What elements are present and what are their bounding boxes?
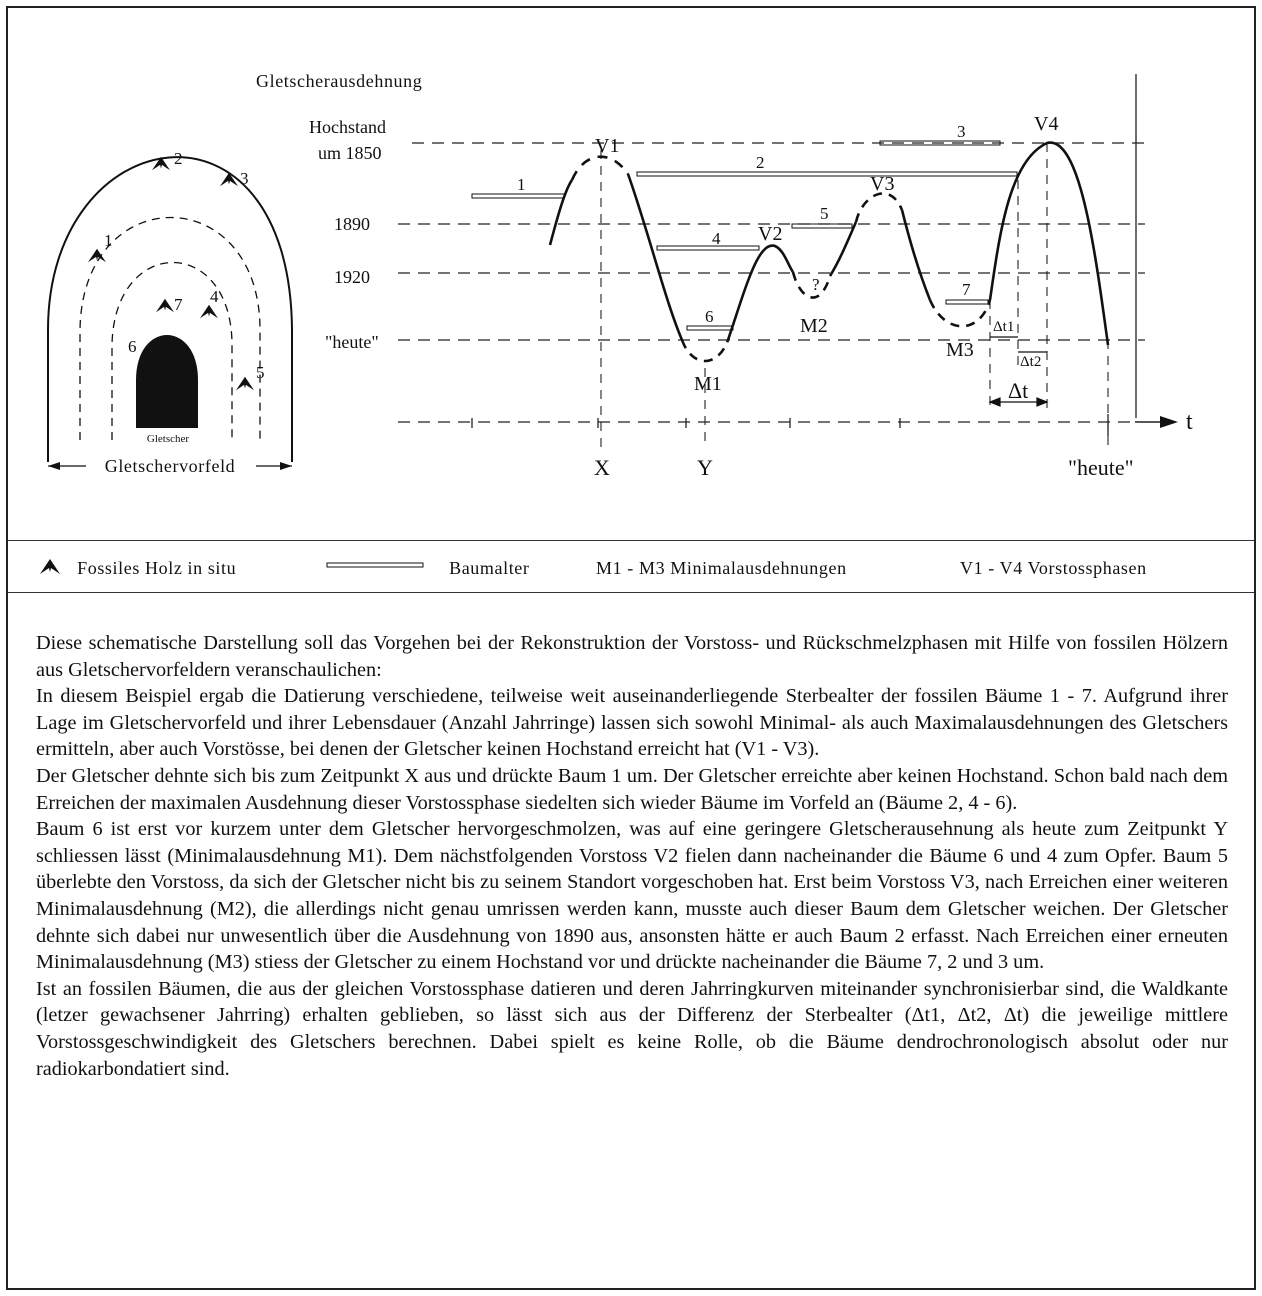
y-axis-label: Gletscherausdehnung — [256, 71, 422, 91]
glacier-curve-m2 — [791, 271, 832, 299]
tree-age-bar — [879, 140, 1001, 146]
legend-minima: M1 - M3 Minimalausdehnungen — [596, 558, 847, 578]
glacier-curve-fall-v1 — [626, 173, 684, 341]
glacier-curve-v4 — [988, 141, 1110, 346]
forefield-label-bg — [86, 454, 256, 478]
forefield-tree-label: 5 — [256, 363, 265, 382]
legend-fossil-wood-label: Fossiles Holz in situ — [77, 558, 237, 578]
time-mark-x: X — [594, 455, 610, 480]
paragraph: Der Gletscher dehnte sich bis zum Zeitpu… — [36, 764, 1228, 814]
forefield-tree-label: 3 — [240, 169, 249, 188]
glacier-curve-v3 — [854, 192, 904, 223]
tree-age-bar — [656, 245, 760, 251]
tree-age-bar — [471, 193, 565, 199]
tree-age-label: 2 — [756, 153, 765, 172]
fossil-tree-icon — [88, 248, 106, 263]
level-label-1890: 1890 — [334, 214, 370, 234]
tree-age-bar — [636, 171, 1018, 177]
peak-label-v3: V3 — [870, 173, 894, 195]
min-label-m2: M2 — [800, 315, 828, 337]
level-label-heute: "heute" — [325, 332, 379, 352]
question-mark: ? — [812, 275, 820, 294]
forefield-width-label: Gletschervorfeld — [105, 456, 236, 476]
paragraph: Ist an fossilen Bäumen, die aus der glei… — [36, 977, 1228, 1080]
fossil-tree-icon — [200, 304, 218, 319]
forefield-outline-1850 — [47, 156, 293, 462]
delta-t1-label: Δt1 — [993, 319, 1014, 335]
glacier-curve-v1 — [570, 155, 630, 181]
paragraph: Diese schematische Darstellung soll das … — [36, 632, 1228, 681]
fossil-tree-icon — [40, 559, 60, 574]
delta-t-label: Δt — [1008, 378, 1028, 403]
tree-age-bar — [686, 325, 734, 331]
delta-t2-label: Δt2 — [1020, 354, 1041, 370]
arrowhead-right-icon — [280, 462, 292, 470]
fossil-tree-icon — [236, 376, 254, 391]
legend-tree-age-label: Baumalter — [449, 558, 530, 578]
level-label-1850: um 1850 — [318, 143, 382, 163]
level-label-hochstand: Hochstand — [309, 117, 386, 137]
forefield-tree-label: 2 — [174, 149, 183, 168]
glacier-forefield: Gletscher 2 3 1 7 4 6 5 Gletschervorfeld — [47, 149, 293, 478]
glacier-curve-rise-v3 — [828, 221, 858, 277]
level-label-1920: 1920 — [334, 267, 370, 287]
min-label-m3: M3 — [946, 339, 974, 361]
time-mark-y: Y — [697, 455, 713, 480]
tree-age-bar — [945, 299, 989, 305]
tree-age-label: 6 — [705, 307, 714, 326]
forefield-outline-1890 — [79, 216, 261, 440]
glacier-label: Gletscher — [147, 433, 189, 445]
tree-age-label: 4 — [712, 229, 721, 248]
fossil-tree-icon — [156, 298, 174, 313]
arrowhead-left-icon — [48, 462, 60, 470]
peak-label-v1: V1 — [595, 135, 619, 157]
forefield-tree-label: 6 — [128, 337, 137, 356]
time-axis-label: t — [1186, 409, 1193, 435]
glacier-body — [136, 335, 198, 428]
peak-label-v4: V4 — [1034, 113, 1058, 135]
tree-age-bar — [791, 223, 853, 229]
forefield-tree-label: 1 — [104, 231, 113, 250]
fossil-tree-icon — [220, 172, 238, 187]
paragraph: Baum 6 ist erst vor kurzem unter dem Gle… — [36, 818, 1228, 974]
glacier-curve-rise-v1 — [548, 179, 574, 246]
legend-tree-age: Baumalter — [326, 558, 529, 579]
time-axis-arrow-icon — [1160, 416, 1178, 428]
peak-label-v2: V2 — [758, 223, 782, 245]
forefield-tree-label: 4 — [210, 287, 219, 306]
glacier-curve-m1 — [680, 339, 730, 363]
tree-age-bar-icon — [326, 562, 424, 568]
explanation-text: Diese schematische Darstellung soll das … — [36, 630, 1228, 1082]
glacier-diagram: Gletscher 2 3 1 7 4 6 5 Gletschervorfeld… — [47, 71, 1193, 480]
tree-age-label: 5 — [820, 204, 829, 223]
glacier-curve-v2 — [726, 244, 795, 341]
min-label-m1: M1 — [694, 373, 722, 395]
tree-age-label: 7 — [962, 280, 971, 299]
paragraph: In diesem Beispiel ergab die Datierung v… — [36, 685, 1228, 761]
tree-age-label: 1 — [517, 175, 526, 194]
legend-fossil-wood: Fossiles Holz in situ — [40, 558, 236, 579]
forefield-tree-label: 7 — [174, 295, 183, 314]
time-mark-heute: "heute" — [1068, 455, 1134, 480]
glacier-curve-fall-v3 — [900, 209, 932, 301]
legend-divider-bottom — [8, 592, 1254, 593]
legend-divider-top — [8, 540, 1254, 541]
figure-frame — [6, 6, 1256, 1290]
tree-age-label: 3 — [957, 122, 966, 141]
legend-advances: V1 - V4 Vorstossphasen — [960, 558, 1147, 578]
